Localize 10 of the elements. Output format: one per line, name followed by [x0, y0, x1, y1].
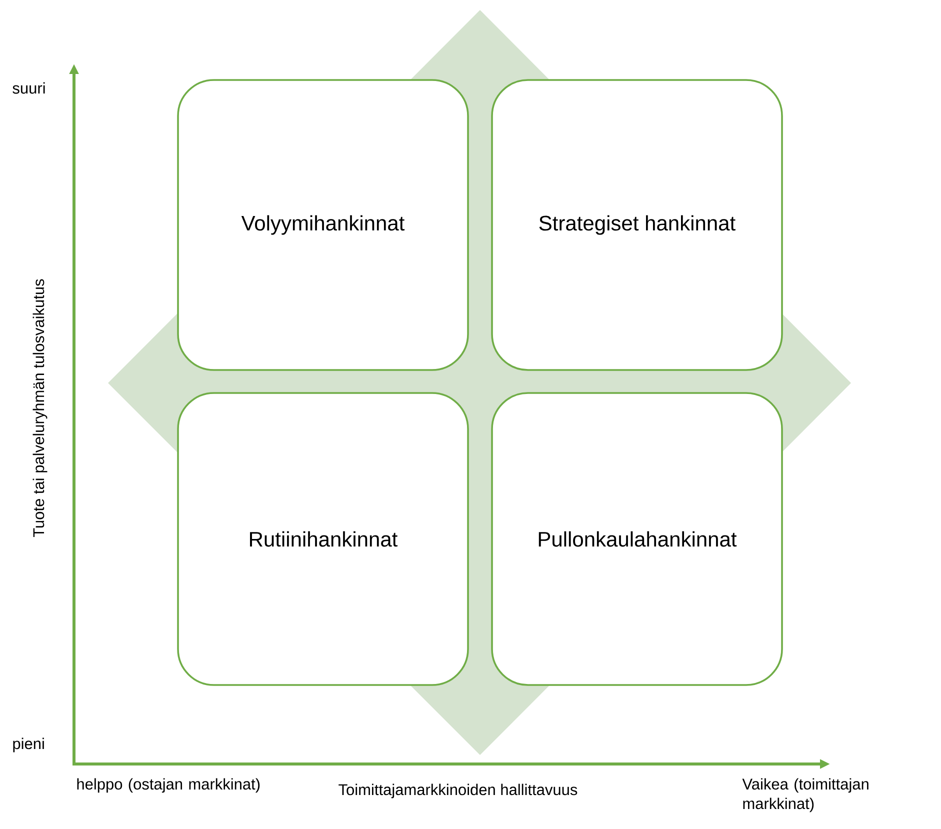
axis-label: pieni	[13, 738, 44, 752]
quadrant-box: Pullonkaulahankinnat	[491, 392, 783, 686]
axis-label: suuri	[12, 82, 45, 94]
quadrant-box: Volyymihankinnat	[177, 79, 469, 371]
axis-label: Vaikea (toimittajan markkinat)	[742, 778, 868, 812]
axis-title: Tuote tai palveluryhmän tulosvaikutus	[32, 279, 48, 538]
axis-label: helppo (ostajan markkinat)	[77, 778, 260, 793]
quadrant-box: Strategiset hankinnat	[491, 79, 783, 371]
quadrant-box: Rutiinihankinnat	[177, 392, 469, 686]
axis-title: Toimittajamarkkinoiden hallittavuus	[338, 784, 578, 798]
